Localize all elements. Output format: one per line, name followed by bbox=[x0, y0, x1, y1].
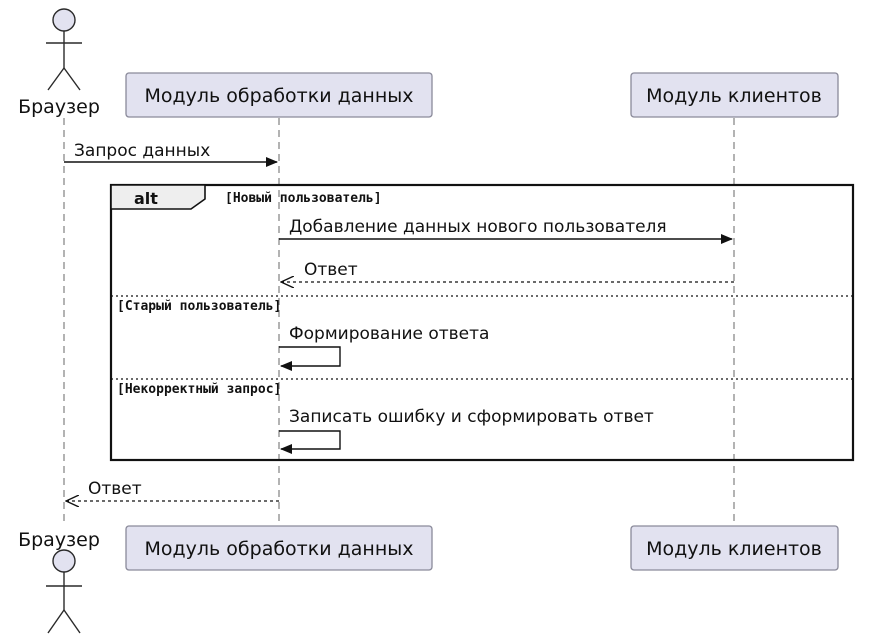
actor-browser-top: Браузер bbox=[18, 8, 100, 118]
message-log-error-arrow bbox=[279, 430, 341, 454]
actor-browser-top-label: Браузер bbox=[18, 96, 100, 118]
message-reply-inner-label: Ответ bbox=[304, 260, 358, 280]
actor-left-leg bbox=[47, 609, 65, 634]
actor-head bbox=[52, 8, 76, 32]
participant-clients-top: Модуль клиентов bbox=[630, 72, 839, 118]
actor-left-leg bbox=[47, 67, 65, 91]
participant-processing-bottom: Модуль обработки данных bbox=[125, 525, 433, 571]
message-form-reply-label: Формирование ответа bbox=[289, 324, 489, 344]
alt-guard-bad-request: [Некорректный запрос] bbox=[117, 382, 281, 397]
alt-guard-new-user: [Новый пользователь] bbox=[225, 191, 382, 206]
actor-browser-bottom: Браузер bbox=[18, 529, 100, 634]
actor-right-leg bbox=[63, 609, 81, 634]
participant-clients-bottom: Модуль клиентов bbox=[630, 525, 839, 571]
message-log-error-label: Записать ошибку и сформировать ответ bbox=[289, 407, 654, 427]
alt-fragment-tab bbox=[110, 184, 206, 210]
participant-clients-bottom-label: Модуль клиентов bbox=[646, 538, 822, 560]
participant-processing-bottom-box bbox=[125, 525, 433, 571]
alt-fragment-frame bbox=[109, 183, 855, 462]
actor-browser-bottom-label: Браузер bbox=[18, 529, 100, 551]
actor-head bbox=[52, 549, 76, 573]
participant-clients-top-label: Модуль клиентов bbox=[646, 85, 822, 107]
participant-clients-bottom-box bbox=[630, 525, 839, 571]
alt-operator-label: alt bbox=[134, 189, 158, 208]
actor-right-leg bbox=[63, 67, 81, 91]
participant-processing-top-box bbox=[125, 72, 433, 118]
participant-processing-bottom-label: Модуль обработки данных bbox=[145, 538, 414, 560]
message-reply-final-label: Ответ bbox=[88, 479, 142, 499]
message-add-user-data-label: Добавление данных нового пользователя bbox=[289, 217, 667, 237]
participant-processing-top-label: Модуль обработки данных bbox=[145, 85, 414, 107]
participant-processing-top: Модуль обработки данных bbox=[125, 72, 433, 118]
message-form-reply-arrow bbox=[279, 346, 341, 371]
message-request-label: Запрос данных bbox=[74, 141, 210, 161]
alt-guard-old-user: [Старый пользователь] bbox=[117, 299, 281, 314]
participant-clients-top-box bbox=[630, 72, 839, 118]
